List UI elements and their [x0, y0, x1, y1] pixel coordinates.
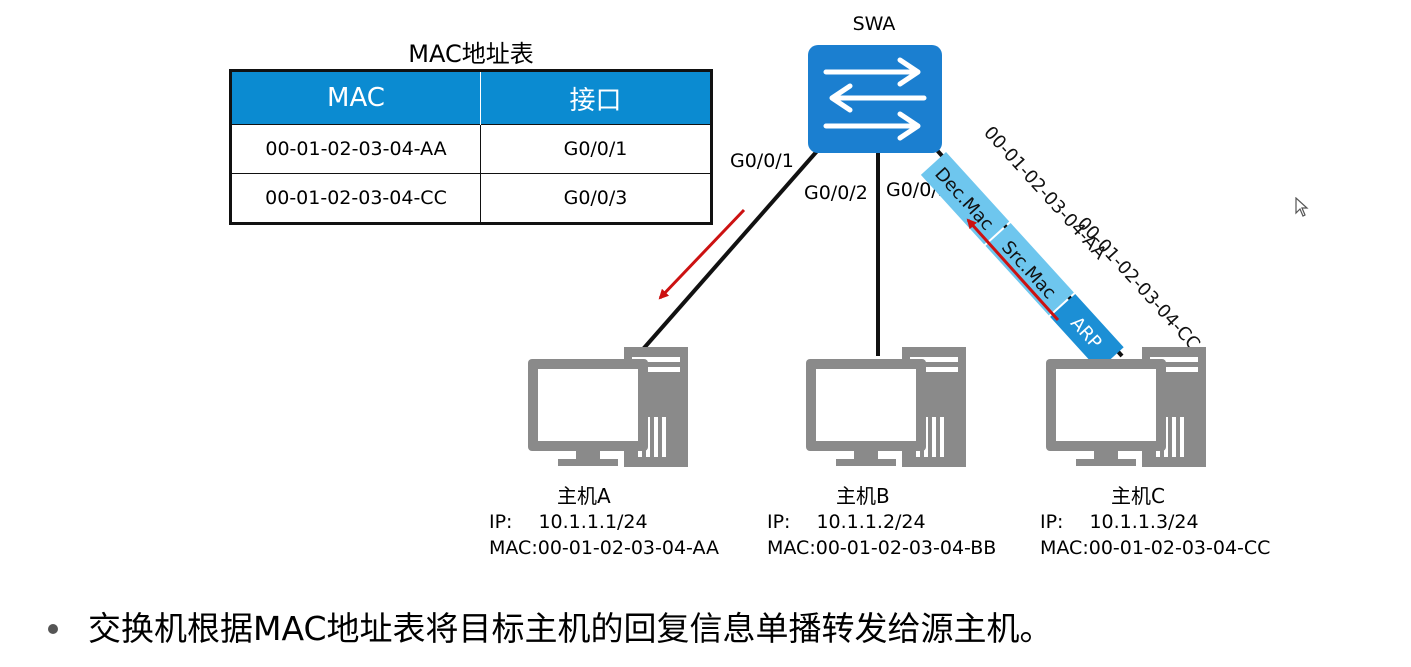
bullet-icon — [48, 624, 58, 634]
table-row: 00-01-02-03-04-CC G0/0/3 — [230, 173, 712, 224]
frame-field-arp — [1050, 293, 1124, 371]
port-label-g002: G0/0/2 — [804, 182, 868, 204]
host-c-name: 主机C — [1111, 484, 1165, 508]
table-cell-mac: 00-01-02-03-04-AA — [230, 124, 481, 174]
mac-column-header: MAC — [230, 70, 481, 125]
host-b-name: 主机B — [836, 484, 890, 508]
mac-table-title: MAC地址表 — [408, 40, 534, 68]
table-row: 00-01-02-03-04-AA G0/0/1 — [230, 124, 712, 174]
host-c-ip-label: IP: — [1040, 511, 1064, 533]
port-label-g001: G0/0/1 — [730, 150, 794, 172]
arrow-to-host-a — [658, 208, 746, 300]
host-b-mac: MAC:00-01-02-03-04-BB — [767, 537, 997, 559]
table-cell-port: G0/0/3 — [480, 173, 712, 224]
frame-field-src — [985, 222, 1074, 316]
host-a-ip-label: IP: — [489, 511, 513, 533]
link-switch-host-a — [635, 148, 820, 358]
host-b-ip-label: IP: — [767, 511, 791, 533]
host-c-mac: MAC:00-01-02-03-04-CC — [1040, 537, 1271, 559]
host-b-ip: 10.1.1.2/24 — [816, 511, 926, 533]
host-c-ip: 10.1.1.3/24 — [1089, 511, 1199, 533]
mouse-cursor-icon — [1295, 197, 1309, 217]
host-a-mac: MAC:00-01-02-03-04-AA — [489, 537, 719, 559]
port-column-header: 接口 — [480, 70, 712, 125]
host-b-computer-icon — [806, 347, 966, 467]
host-a-ip: 10.1.1.1/24 — [538, 511, 648, 533]
mac-address-table: MAC 接口 00-01-02-03-04-AA G0/0/1 00-01-02… — [229, 69, 713, 225]
frame-field-dst — [920, 151, 1010, 245]
table-cell-mac: 00-01-02-03-04-CC — [230, 173, 481, 224]
switch-icon — [808, 45, 942, 153]
host-a-name: 主机A — [557, 484, 611, 508]
table-cell-port: G0/0/1 — [480, 124, 712, 174]
host-a-computer-icon — [528, 347, 688, 467]
switch-label: SWA — [853, 13, 896, 35]
arrow-from-host-c — [966, 218, 1060, 322]
slide-note: 交换机根据MAC地址表将目标主机的回复信息单播转发给源主机。 — [88, 609, 1053, 648]
host-c-computer-icon — [1046, 347, 1206, 467]
